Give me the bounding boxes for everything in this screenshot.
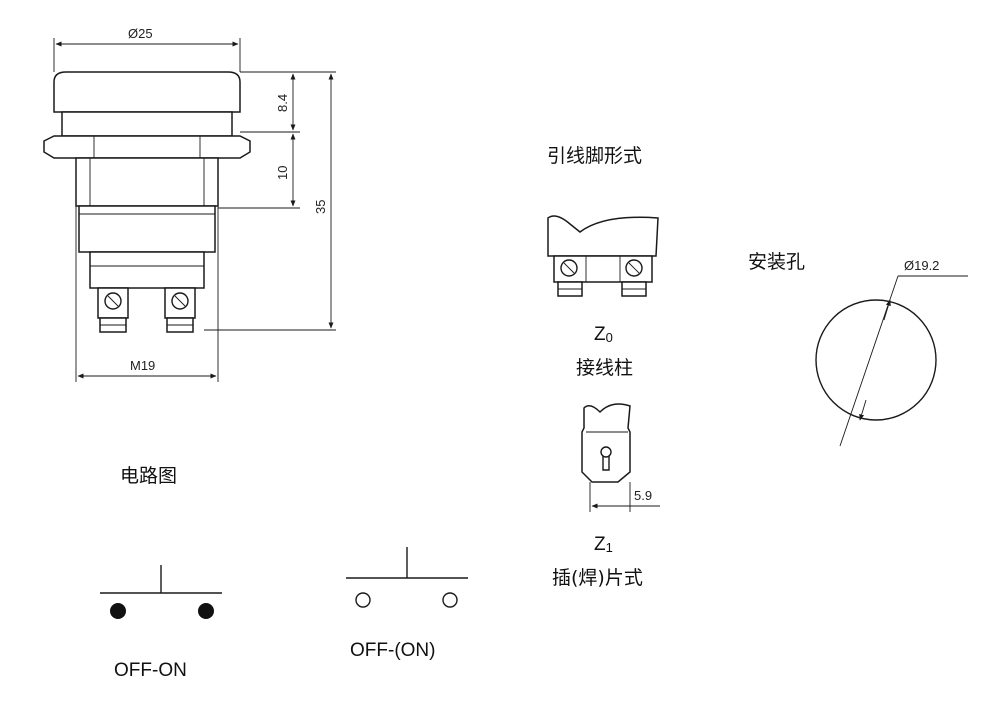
- hole-diameter-label: Ø19.2: [904, 258, 939, 273]
- off-on-symbol: [100, 565, 222, 619]
- z0-code: Z0: [594, 324, 613, 345]
- cap-diameter-label: Ø25: [128, 26, 153, 41]
- thread-label: M19: [130, 358, 155, 373]
- off-on-momentary-symbol: [346, 547, 468, 608]
- side-view-dimensions: Ø25 8.4 10 35 M19: [53, 26, 336, 382]
- z1-tab-drawing: 5.9: [581, 403, 660, 512]
- tab-width-label: 5.9: [634, 488, 652, 503]
- total-height-label: 35: [313, 200, 328, 214]
- mount-hole-drawing: Ø19.2: [815, 258, 968, 447]
- circuit-title: 电路图: [120, 465, 177, 487]
- z1-name: 插(焊)片式: [552, 567, 643, 589]
- z0-terminal-drawing: [547, 215, 659, 297]
- cap-height-label: 8.4: [275, 94, 290, 112]
- switch-side-view: [43, 71, 251, 333]
- z1-code: Z1: [594, 534, 613, 555]
- flange-height-label: 10: [275, 166, 290, 180]
- z0-name: 接线柱: [576, 357, 633, 379]
- off-on-momentary-label: OFF-(ON): [350, 640, 435, 661]
- lead-forms-title: 引线脚形式: [547, 145, 642, 167]
- mount-hole-title: 安装孔: [748, 251, 805, 273]
- off-on-label: OFF-ON: [114, 660, 187, 681]
